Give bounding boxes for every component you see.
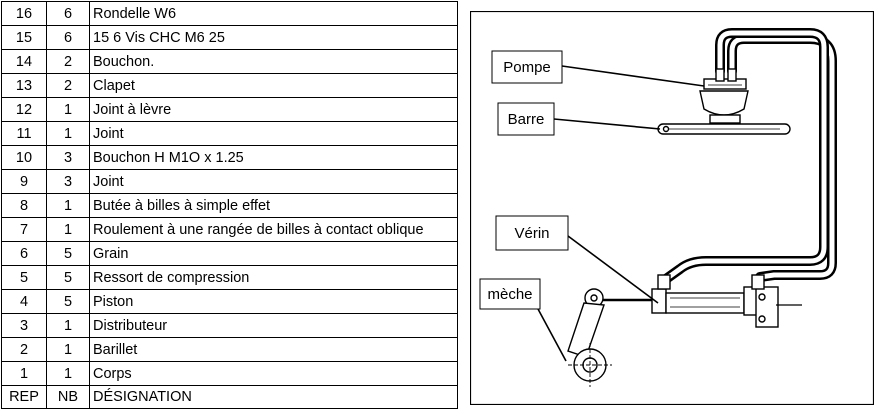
designation-cell: Corps <box>89 361 458 386</box>
label-meche: mèche <box>479 278 541 310</box>
nb-cell: 5 <box>46 289 90 314</box>
rep-cell: 11 <box>1 121 47 146</box>
rep-cell: 15 <box>1 25 47 50</box>
label-verin-text: Vérin <box>514 225 549 242</box>
label-barre: Barre <box>497 102 555 136</box>
label-barre-text: Barre <box>508 111 545 128</box>
rep-cell: 6 <box>1 241 47 266</box>
label-pompe-text: Pompe <box>503 59 551 76</box>
rep-cell: 3 <box>1 313 47 338</box>
rep-cell: 4 <box>1 289 47 314</box>
nb-cell: 2 <box>46 49 90 74</box>
designation-cell: Bouchon. <box>89 49 458 74</box>
rep-cell: 2 <box>1 337 47 362</box>
pump <box>699 68 749 124</box>
hydraulic-steering-diagram: Pompe Barre Vérin mèche <box>470 11 874 405</box>
designation-cell: Joint à lèvre <box>89 97 458 122</box>
nb-cell: 1 <box>46 121 90 146</box>
header-designation: DÉSIGNATION <box>89 385 458 409</box>
designation-cell: Ressort de compression <box>89 265 458 290</box>
nb-cell: 1 <box>46 337 90 362</box>
label-pompe: Pompe <box>491 50 563 84</box>
nb-cell: 5 <box>46 265 90 290</box>
hydraulic-hoses <box>661 28 837 284</box>
designation-cell: Piston <box>89 289 458 314</box>
nb-cell: 1 <box>46 217 90 242</box>
nb-cell: 1 <box>46 97 90 122</box>
label-meche-text: mèche <box>487 286 532 303</box>
nb-cell: 3 <box>46 169 90 194</box>
nb-cell: 3 <box>46 145 90 170</box>
rep-cell: 8 <box>1 193 47 218</box>
nb-cell: 2 <box>46 73 90 98</box>
steering-bar <box>657 123 791 135</box>
rep-cell: 1 <box>1 361 47 386</box>
label-verin: Vérin <box>495 215 569 251</box>
rep-cell: 12 <box>1 97 47 122</box>
rep-cell: 5 <box>1 265 47 290</box>
nb-cell: 5 <box>46 241 90 266</box>
designation-cell: Distributeur <box>89 313 458 338</box>
header-rep: REP <box>1 385 47 409</box>
designation-cell: Grain <box>89 241 458 266</box>
rep-cell: 14 <box>1 49 47 74</box>
designation-cell: Barillet <box>89 337 458 362</box>
tiller-linkage <box>567 288 612 387</box>
designation-cell: Roulement à une rangée de billes à conta… <box>89 217 458 242</box>
rep-cell: 10 <box>1 145 47 170</box>
designation-cell: Joint <box>89 169 458 194</box>
cylinder <box>602 274 802 328</box>
rep-cell: 7 <box>1 217 47 242</box>
designation-cell: Bouchon H M1O x 1.25 <box>89 145 458 170</box>
rep-cell: 16 <box>1 1 47 26</box>
nb-cell: 1 <box>46 361 90 386</box>
rep-cell: 9 <box>1 169 47 194</box>
designation-cell: 15 6 Vis CHC M6 25 <box>89 25 458 50</box>
header-nb: NB <box>46 385 90 409</box>
rep-cell: 13 <box>1 73 47 98</box>
designation-cell: Butée à billes à simple effet <box>89 193 458 218</box>
nb-cell: 1 <box>46 313 90 338</box>
nb-cell: 6 <box>46 1 90 26</box>
designation-cell: Rondelle W6 <box>89 1 458 26</box>
nb-cell: 1 <box>46 193 90 218</box>
nb-cell: 6 <box>46 25 90 50</box>
designation-cell: Joint <box>89 121 458 146</box>
designation-cell: Clapet <box>89 73 458 98</box>
leader-lines <box>537 65 705 362</box>
